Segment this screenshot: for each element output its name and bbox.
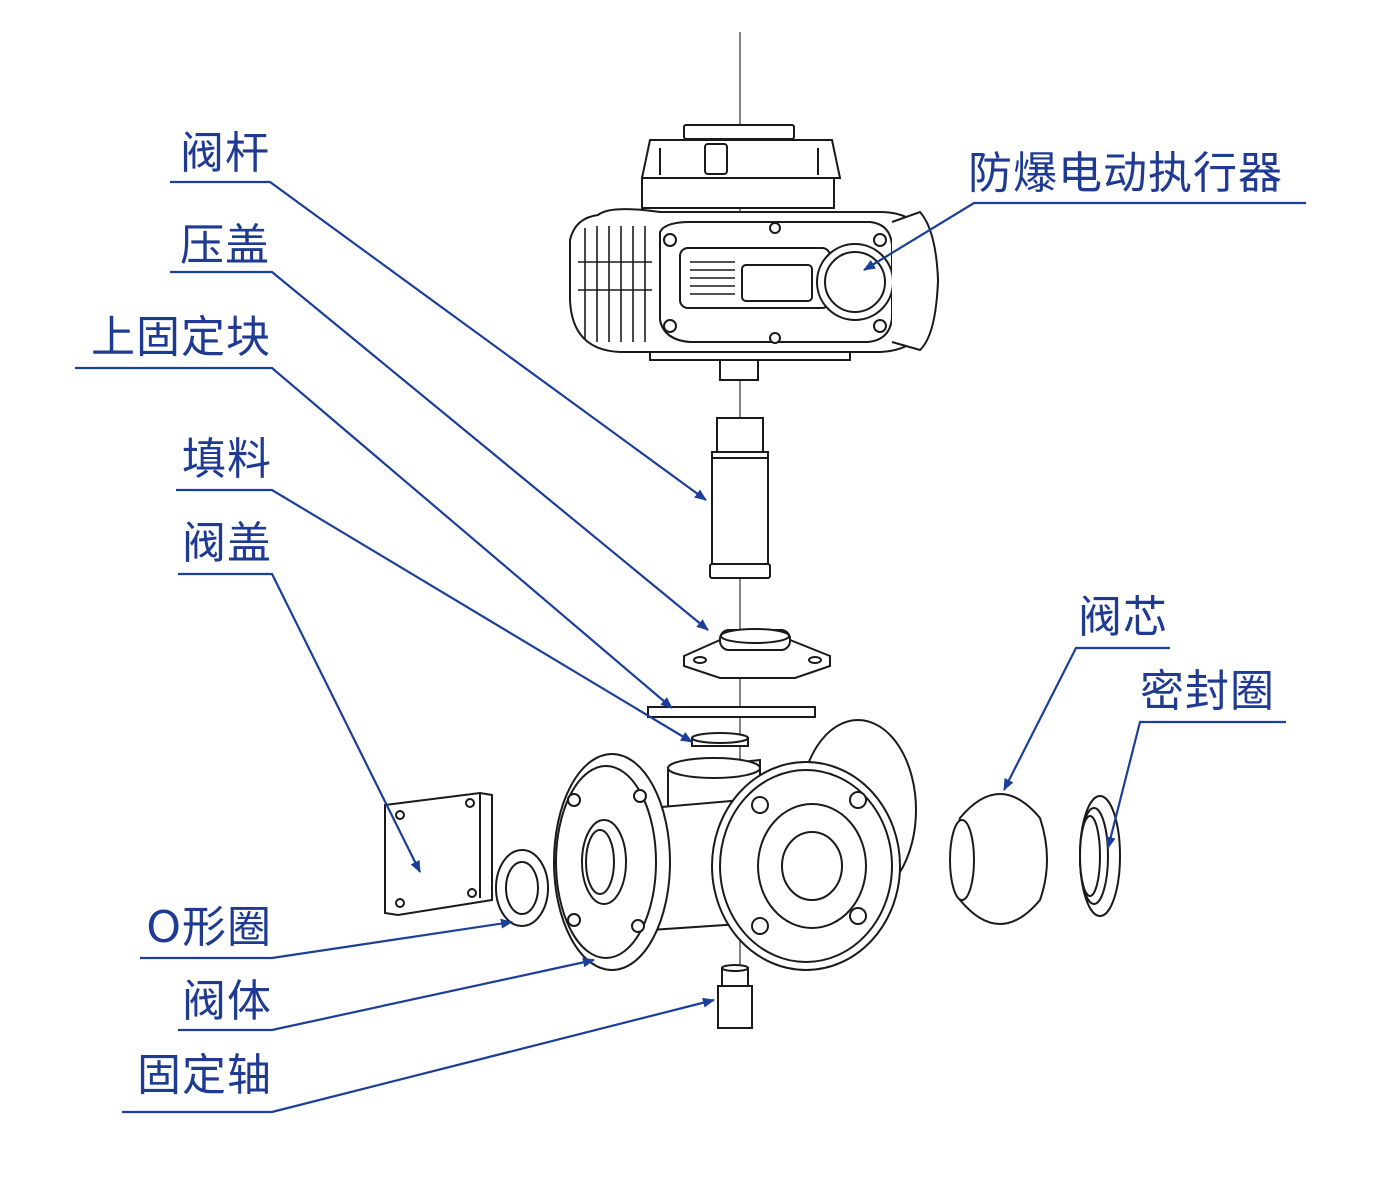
leader-actuator [863, 201, 1306, 271]
seal-ring-drawing [1079, 795, 1121, 917]
label-actuator: 防爆电动执行器 [968, 148, 1283, 199]
label-packing: 填料 [182, 434, 272, 485]
upper-fixing-block-drawing [647, 706, 816, 718]
valve-stem-drawing [709, 417, 771, 579]
label-o-ring: O形圈 [146, 902, 272, 953]
label-gland: 压盖 [180, 220, 270, 271]
leader-seal-ring [1105, 720, 1286, 849]
valve-core-drawing [949, 793, 1048, 925]
gland-drawing [683, 628, 831, 679]
valve-body-drawing [553, 719, 917, 971]
leader-bonnet [178, 572, 421, 873]
label-fixed-shaft: 固定轴 [137, 1050, 272, 1101]
actuator-drawing [569, 124, 940, 381]
leader-gland [170, 270, 709, 631]
leader-valve-stem [170, 180, 707, 501]
leader-packing [176, 488, 693, 743]
bonnet-drawing [384, 791, 493, 917]
label-valve-body: 阀体 [182, 976, 272, 1027]
label-upper-fixing-block: 上固定块 [91, 312, 271, 363]
label-valve-stem: 阀杆 [180, 128, 270, 179]
fixed-shaft-drawing [717, 964, 753, 1029]
leader-valve-core [1003, 646, 1170, 791]
leader-fixed-shaft [122, 997, 715, 1114]
o-ring-drawing [495, 849, 549, 927]
label-valve-core: 阀芯 [1078, 592, 1168, 643]
label-seal-ring: 密封圈 [1140, 666, 1275, 717]
packing-drawing [691, 732, 749, 747]
leader-o-ring [140, 918, 513, 960]
label-bonnet: 阀盖 [182, 518, 272, 569]
leader-valve-body [178, 957, 595, 1032]
leader-upper-fixing-block [75, 366, 673, 709]
